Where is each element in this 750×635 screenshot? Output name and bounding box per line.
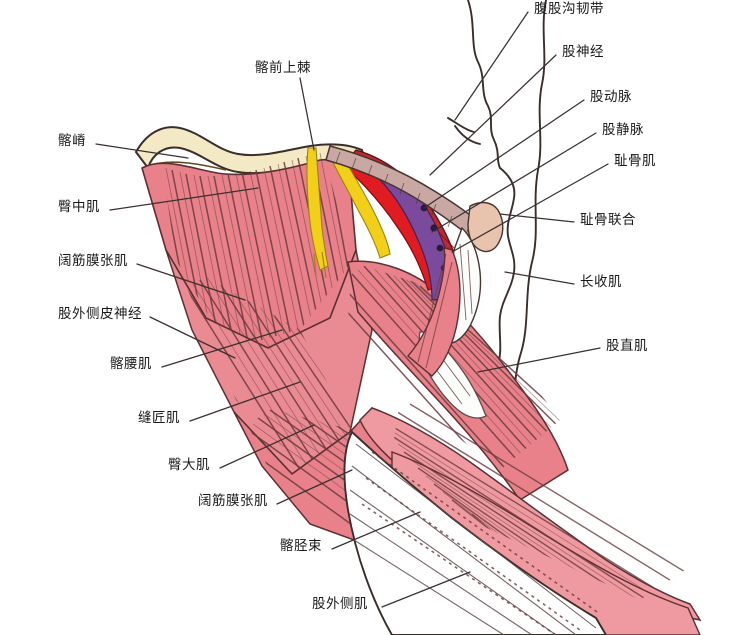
iliotibial-band-structure: [343, 430, 608, 635]
leader-lines: [95, 11, 609, 608]
leader-line-femoral-vein: [431, 132, 597, 233]
leader-line-asis: [299, 77, 315, 151]
pectineus-structure: [407, 247, 461, 377]
leader-line-pectineus: [451, 163, 609, 253]
label-femoral-vein: 股静脉: [602, 122, 644, 138]
label-pubic-symphysis: 耻骨联合: [580, 212, 636, 228]
label-sartorius: 缝匠肌: [138, 410, 180, 426]
label-femoral-nerve: 股神经: [562, 44, 604, 60]
label-rectus-femoris: 股直肌: [606, 338, 648, 354]
leader-line-vastus-lateralis: [381, 571, 471, 608]
leader-line-rectus-femoris: [477, 347, 601, 373]
leader-line-tfl-upper: [136, 263, 246, 301]
leader-line-inguinal-ligament: [454, 11, 529, 121]
leader-line-femoral-nerve: [429, 54, 557, 176]
label-lateral-femoral-cutaneous-nerve: 股外侧皮神经: [58, 306, 142, 322]
label-gluteus-maximus: 臀大肌: [168, 457, 210, 473]
label-pectineus: 耻骨肌: [614, 153, 656, 169]
leader-line-gluteus-maximus: [219, 424, 315, 469]
leader-line-gluteus-medius: [109, 187, 259, 211]
label-gluteus-medius: 臀中肌: [58, 199, 100, 215]
lateral-femoral-cutaneous-nerve-strand: [306, 147, 329, 271]
leader-line-iliopsoas: [161, 329, 283, 368]
leader-line-lateral-femoral-cutaneous-nerve: [149, 316, 236, 359]
leader-line-adductor-longus: [504, 271, 575, 285]
leader-line-femoral-artery: [423, 99, 585, 209]
leader-line-sartorius: [189, 381, 301, 422]
label-femoral-artery: 股动脉: [590, 89, 632, 105]
label-tfl-lower: 阔筋膜张肌: [198, 493, 268, 509]
label-iliopsoas: 髂腰肌: [110, 356, 152, 372]
label-vastus-lateralis: 股外侧肌: [312, 596, 368, 612]
label-iliotibial-tract: 髂胫束: [280, 538, 322, 554]
label-adductor-longus: 长收肌: [580, 274, 622, 290]
label-asis: 髂前上棘: [255, 60, 311, 76]
pubic-region-structure: [407, 201, 504, 377]
label-tfl-upper: 阔筋膜张肌: [58, 253, 128, 269]
leader-line-tfl-lower: [276, 469, 353, 505]
label-iliac-crest: 髂嵴: [58, 133, 86, 149]
label-inguinal-ligament: 腹股沟韧带: [534, 1, 604, 17]
leader-line-pubic-symphysis: [499, 213, 575, 223]
femoral-nerve-trunk: [329, 151, 391, 259]
leader-line-iliac-crest: [95, 143, 189, 159]
leader-line-iliotibial-tract: [331, 511, 421, 550]
